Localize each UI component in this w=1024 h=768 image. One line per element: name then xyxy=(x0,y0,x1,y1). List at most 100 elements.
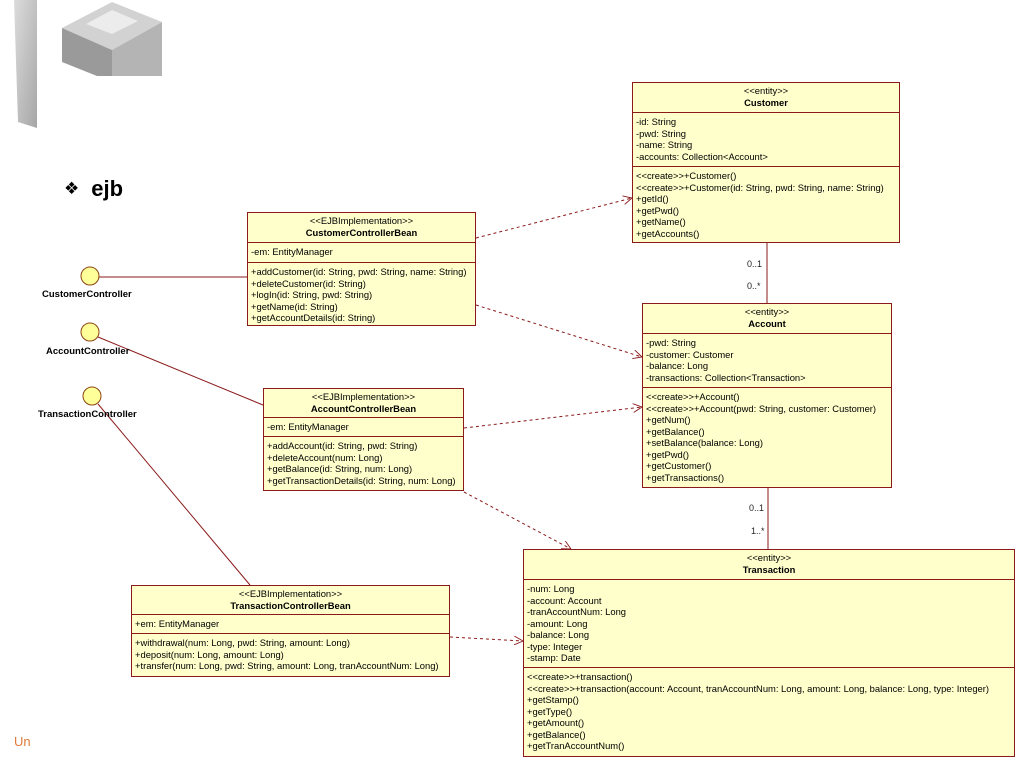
logo-inner-face xyxy=(86,10,138,34)
class-header: <<entity>> Customer xyxy=(633,83,899,112)
class-operations: +addAccount(id: String, pwd: String) +de… xyxy=(264,436,463,490)
class-operation: +transfer(num: Long, pwd: String, amount… xyxy=(135,660,439,671)
class-operation: +getType() xyxy=(527,705,573,717)
class-header: <<entity>> Transaction xyxy=(524,550,1014,579)
class-operation: +getCustomer() xyxy=(646,460,712,471)
dependency-arrow xyxy=(463,491,571,549)
class-operation: +getBalance(id: String, num: Long) xyxy=(267,463,413,474)
multiplicity-label: 0..1 xyxy=(747,259,763,269)
class-operation: <<create>>+transaction() xyxy=(527,671,633,682)
class-stereotype: <<EJBImplementation>> xyxy=(309,215,414,226)
class-operation: +getAccounts() xyxy=(636,227,700,239)
class-operations: <<create>>+Account() <<create>>+Account(… xyxy=(643,387,891,487)
class-operation: +getBalance() xyxy=(646,425,705,437)
class-operation: +deleteAccount(num: Long) xyxy=(267,451,383,463)
class-attribute: -customer: Customer xyxy=(646,348,734,360)
logo-bar xyxy=(14,0,37,128)
class-operation: +getTransactionDetails(id: String, num: … xyxy=(267,474,456,486)
class-operation: <<create>>+Account() xyxy=(646,391,740,402)
class-operation: +getStamp() xyxy=(527,694,579,705)
class-operation: +deposit(num: Long, amount: Long) xyxy=(135,648,284,660)
class-operation: +getTranAccountNum() xyxy=(527,740,625,751)
class-stereotype: <<EJBImplementation>> xyxy=(238,588,343,599)
logo xyxy=(14,0,170,130)
class-attribute: -transactions: Collection<Transaction> xyxy=(646,371,806,383)
class-name: AccountControllerBean xyxy=(310,402,417,414)
class-operation: +getName(id: String) xyxy=(251,300,338,312)
class-header: <<entity>> Account xyxy=(643,304,891,333)
multiplicity-label: 0..1 xyxy=(749,503,765,513)
slide-heading: ejb xyxy=(91,176,124,201)
class-operation: <<create>>+transaction(account: Account,… xyxy=(527,682,990,694)
class-operations: +addCustomer(id: String, pwd: String, na… xyxy=(248,262,475,325)
dependency-arrow xyxy=(449,637,523,641)
class-attribute: -num: Long xyxy=(527,583,575,594)
interface-label-transaction: TransactionController xyxy=(38,409,137,420)
class-operation: +getAmount() xyxy=(527,717,585,728)
class-operation: +logIn(id: String, pwd: String) xyxy=(251,289,373,300)
class-transaction-controller-bean: <<EJBImplementation>> TransactionControl… xyxy=(131,585,450,677)
class-attributes: +em: EntityManager xyxy=(132,614,449,633)
class-operations: <<create>>+Customer() <<create>>+Custome… xyxy=(633,166,899,242)
class-transaction: <<entity>> Transaction -num: Long -accou… xyxy=(523,549,1015,757)
class-attribute: -pwd: String xyxy=(646,337,697,348)
class-attribute: -em: EntityManager xyxy=(267,421,349,432)
class-attribute: +em: EntityManager xyxy=(135,618,220,629)
class-operation: <<create>>+Customer() xyxy=(636,170,737,181)
interface-link-transaction xyxy=(97,403,251,586)
class-attributes: -id: String -pwd: String -name: String -… xyxy=(633,112,899,166)
class-attribute: -accounts: Collection<Account> xyxy=(636,150,768,162)
class-attribute: -type: Integer xyxy=(527,640,583,652)
class-operation: <<create>>+Customer(id: String, pwd: Str… xyxy=(636,181,884,193)
class-operations: +withdrawal(num: Long, pwd: String, amou… xyxy=(132,633,449,676)
dependency-arrow xyxy=(475,304,642,357)
dependency-arrow xyxy=(463,407,642,429)
class-stereotype: <<entity>> xyxy=(746,552,792,563)
class-operation: +deleteCustomer(id: String) xyxy=(251,277,366,289)
class-attribute: -pwd: String xyxy=(636,127,687,139)
class-operation: +addCustomer(id: String, pwd: String, na… xyxy=(251,266,467,277)
class-customer-controller-bean: <<EJBImplementation>> CustomerController… xyxy=(247,212,476,326)
class-header: <<EJBImplementation>> CustomerController… xyxy=(248,213,475,242)
class-name: Transaction xyxy=(742,563,796,575)
class-account: <<entity>> Account -pwd: String -custome… xyxy=(642,303,892,488)
class-name: CustomerControllerBean xyxy=(305,226,418,238)
class-attributes: -num: Long -account: Account -tranAccoun… xyxy=(524,579,1014,667)
class-stereotype: <<entity>> xyxy=(743,85,789,96)
class-attribute: -account: Account xyxy=(527,594,602,606)
class-attribute: -tranAccountNum: Long xyxy=(527,606,627,617)
class-operation: +addAccount(id: String, pwd: String) xyxy=(267,440,418,451)
footer-text: Un xyxy=(14,734,31,749)
class-operation: +setBalance(balance: Long) xyxy=(646,437,764,448)
class-header: <<EJBImplementation>> AccountControllerB… xyxy=(264,389,463,417)
class-attribute: -balance: Long xyxy=(527,629,590,640)
class-operation: +getBalance() xyxy=(527,728,586,740)
class-operation: +getTransactions() xyxy=(646,471,725,483)
class-attribute: -em: EntityManager xyxy=(251,246,333,257)
slide-bullet: ❖ ejb xyxy=(64,176,123,202)
class-attribute: -name: String xyxy=(636,139,693,150)
class-operation: +getId() xyxy=(636,193,669,204)
interface-label-customer: CustomerController xyxy=(42,289,132,300)
multiplicity-label: 1..* xyxy=(751,526,765,536)
class-operation: +getNum() xyxy=(646,414,691,425)
class-operation: +withdrawal(num: Long, pwd: String, amou… xyxy=(135,637,350,648)
class-name: Account xyxy=(748,317,786,329)
class-header: <<EJBImplementation>> TransactionControl… xyxy=(132,586,449,614)
interface-circle-transaction xyxy=(82,386,102,406)
diamond-bullet-icon: ❖ xyxy=(64,179,80,199)
class-attribute: -amount: Long xyxy=(527,617,588,629)
class-operations: <<create>>+transaction() <<create>>+tran… xyxy=(524,667,1014,756)
class-attributes: -em: EntityManager xyxy=(264,417,463,436)
class-operation: +getAccountDetails(id: String) xyxy=(251,312,376,323)
class-attribute: -balance: Long xyxy=(646,360,709,371)
interface-circle-customer xyxy=(80,266,100,286)
class-operation: +getName() xyxy=(636,216,686,227)
dependency-arrow xyxy=(475,198,632,239)
class-name: TransactionControllerBean xyxy=(230,599,351,611)
multiplicity-label: 0..* xyxy=(747,281,761,291)
class-attribute: -id: String xyxy=(636,116,677,127)
class-name: Customer xyxy=(744,96,788,108)
logo-mask xyxy=(37,76,170,130)
